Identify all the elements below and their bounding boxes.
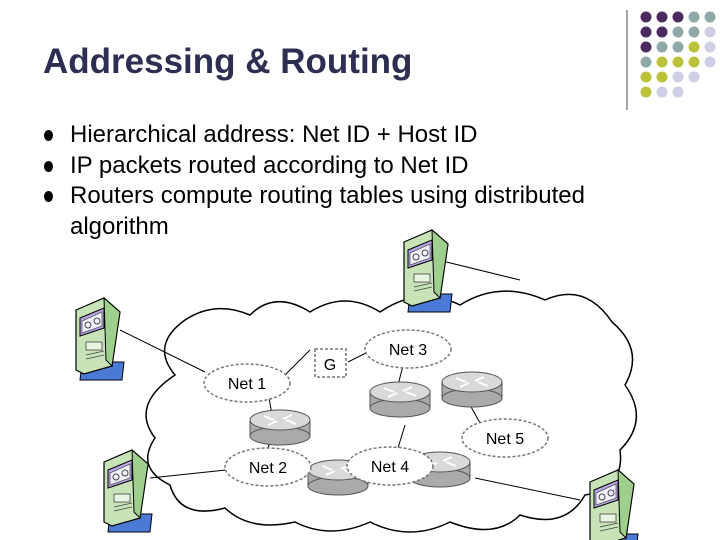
slide-title: Addressing & Routing — [43, 42, 413, 81]
bullet-icon — [44, 160, 53, 172]
bullet-text: Routers compute routing tables using dis… — [70, 182, 585, 240]
dot-grid-decoration — [626, 10, 716, 110]
gateway-label: G — [324, 357, 336, 374]
net-5: Net 5 — [461, 418, 549, 458]
net-3-label: Net 3 — [389, 342, 427, 359]
net-4: Net 4 — [346, 446, 434, 486]
net-4-label: Net 4 — [371, 459, 409, 476]
bullet-text: Hierarchical address: Net ID + Host ID — [70, 121, 478, 148]
bullet-text: IP packets routed according to Net ID — [70, 151, 469, 179]
net-1: Net 1 — [203, 363, 291, 403]
host-computer-icon — [403, 229, 453, 313]
net-3: Net 3 — [364, 329, 452, 369]
bullet-icon — [44, 191, 53, 202]
bullet-item: IP packets routed according to Net ID — [44, 151, 604, 182]
router-icon — [441, 371, 503, 408]
deco-dots — [640, 11, 716, 98]
bullet-list: Hierarchical address: Net ID + Host ID I… — [44, 120, 604, 242]
bullet-item: Hierarchical address: Net ID + Host ID — [44, 120, 604, 151]
router-icon — [249, 409, 311, 446]
net-2-label: Net 2 — [249, 460, 287, 477]
bullet-icon — [44, 130, 53, 141]
host-computer-icon — [589, 469, 639, 540]
net-1-label: Net 1 — [228, 376, 266, 393]
bullet-item: Routers compute routing tables using dis… — [44, 181, 604, 242]
gateway: G — [314, 348, 347, 378]
host-computer-icon — [103, 449, 153, 533]
net-2: Net 2 — [224, 447, 312, 487]
host-computer-icon — [75, 297, 125, 381]
router-icon — [369, 381, 431, 418]
net-5-label: Net 5 — [486, 431, 524, 448]
